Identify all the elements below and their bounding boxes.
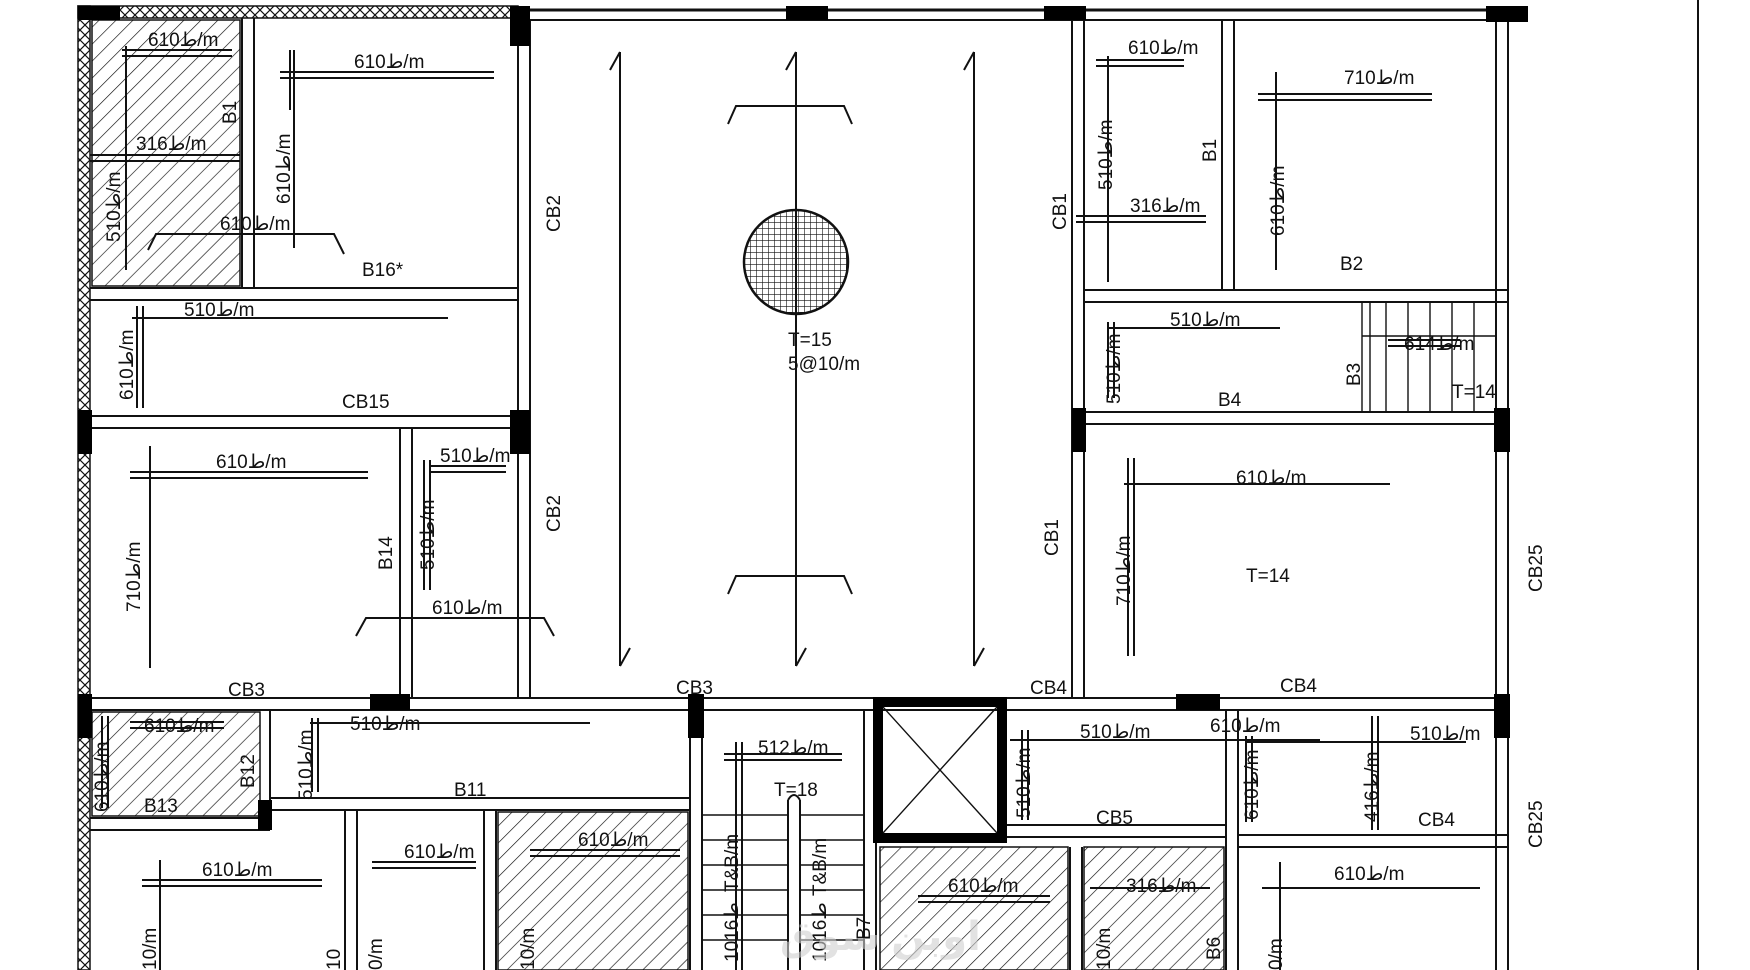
label: CB1 (1050, 193, 1071, 230)
label: 6ط10/m (216, 452, 286, 473)
label: CB5 (1096, 808, 1133, 829)
label: 0/m (366, 938, 387, 970)
label: 10/m (140, 928, 161, 970)
label: CB2 (544, 195, 565, 232)
label: 10 (324, 949, 345, 970)
label: 10/m (518, 928, 539, 970)
label: CB4 (1280, 676, 1317, 697)
label: 6ط10/m (404, 842, 474, 863)
label: 10ط16 (722, 902, 743, 962)
label: B13 (144, 796, 178, 817)
elevator-shaft (873, 697, 1007, 843)
label: 5ط10/m (1080, 722, 1150, 743)
label: 5ط10/m (1104, 334, 1125, 404)
label: T=15 (788, 330, 832, 351)
label: CB3 (228, 680, 265, 701)
rebar-labels: 6ط10/m 3ط16/m 5ط10/m B1 6ط10/m 6ط10/m 6ط… (92, 30, 1547, 970)
hatched-slab-lower-1 (497, 811, 689, 970)
label: 6ط10/m (1128, 38, 1198, 59)
label: 6ط10/m (1242, 750, 1263, 820)
label: 6ط10/m (117, 330, 138, 400)
exterior-wall-left (77, 5, 91, 970)
stair-main (702, 794, 864, 970)
label: CB3 (676, 678, 713, 699)
label: CB25 (1526, 544, 1547, 592)
label: 3ط16/m (1126, 876, 1196, 897)
label: CB2 (544, 495, 565, 532)
label: 6ط10/m (432, 598, 502, 619)
label: 4ط16/m (1362, 752, 1383, 822)
label: 6ط10/m (578, 830, 648, 851)
label: CB4 (1030, 678, 1067, 699)
label: 5ط10/m (296, 730, 317, 800)
label: 6ط10/m (148, 30, 218, 51)
label: 6ط10/m (1236, 468, 1306, 489)
label: 10ط16 (810, 902, 831, 962)
label: 6ط10/m (220, 214, 290, 235)
label: 7ط10/m (1114, 536, 1135, 606)
label: CB25 (1526, 800, 1547, 848)
label: B4 (1218, 390, 1242, 411)
label: 0/m (1266, 938, 1287, 970)
central-slab-bars (609, 51, 985, 667)
label: B2 (1340, 254, 1363, 275)
label: 5@10/m (788, 354, 860, 375)
label: CB15 (342, 392, 390, 413)
label: 7ط10/m (1344, 68, 1414, 89)
exterior-wall-top (77, 5, 519, 19)
label: 5ط10/m (350, 714, 420, 735)
hatched-slab-lower-3 (1083, 846, 1225, 970)
label: T=18 (774, 780, 818, 801)
label: 5ط10/m (104, 172, 125, 242)
label: 5ط10/m (184, 300, 254, 321)
hatched-slab-b1 (91, 19, 241, 287)
label: 6ط10/m (92, 742, 113, 812)
label: T&B/m (722, 834, 743, 892)
label: 6ط10/m (202, 860, 272, 881)
label: 3ط16/m (136, 134, 206, 155)
columns (78, 6, 1528, 830)
label: 5ط10/m (440, 446, 510, 467)
label: 5ط12/m (758, 738, 828, 759)
opening-circle (742, 208, 850, 316)
label: B14 (376, 536, 397, 570)
label: CB1 (1042, 519, 1063, 556)
label: T=14 (1246, 566, 1290, 587)
label: 5ط10/m (1170, 310, 1240, 331)
label: B1 (220, 101, 241, 124)
watermark-text: اوبن سوق (780, 915, 981, 960)
label: B12 (238, 754, 259, 788)
label: B16* (362, 260, 404, 281)
label: B6 (1204, 937, 1225, 960)
label: 7ط10/m (124, 542, 145, 612)
label: B1 (1200, 139, 1221, 162)
stair-b3 (1361, 302, 1496, 412)
label: T=14 (1452, 382, 1496, 403)
label: 6ط10/m (948, 876, 1018, 897)
label: T&B/m (810, 838, 831, 896)
label: B11 (454, 780, 486, 801)
label: 6ط10/m (354, 52, 424, 73)
label: 6ط10/m (1268, 166, 1289, 236)
label: 6ط10/m (1210, 716, 1280, 737)
label: CB4 (1418, 810, 1455, 831)
label: 3ط16/m (1130, 196, 1200, 217)
label: 5ط10/m (1014, 748, 1035, 818)
hatched-slab-b13 (91, 711, 261, 817)
label: 6ط10/m (274, 134, 295, 204)
label: 5ط10/m (418, 500, 439, 570)
label: B7 (854, 917, 875, 940)
label: B3 (1344, 363, 1365, 386)
label: 6ط10/m (144, 716, 214, 737)
rebar-marks (90, 46, 1480, 970)
label: 5ط10/m (1096, 120, 1117, 190)
label: 10/m (1094, 928, 1115, 970)
label: 6ط10/m (1334, 864, 1404, 885)
hatched-slab-lower-2 (879, 846, 1069, 970)
label: 6ط14/m (1404, 334, 1474, 355)
label: 5ط10/m (1410, 724, 1480, 745)
